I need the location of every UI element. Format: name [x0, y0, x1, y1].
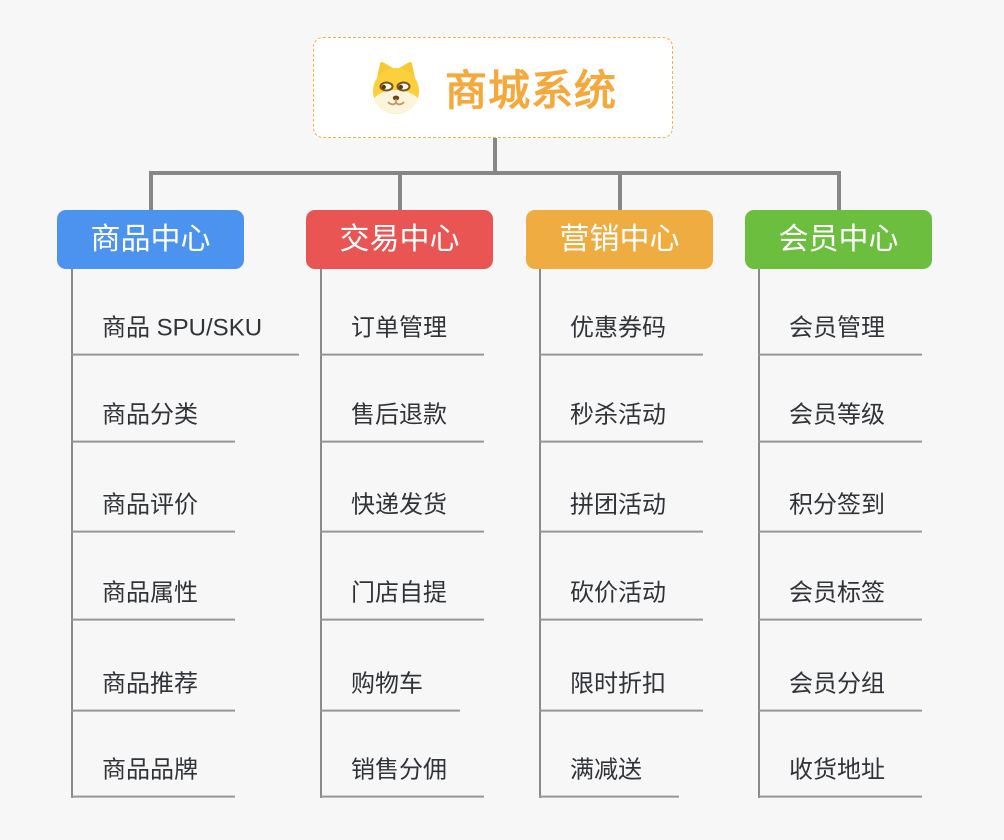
branch-header-member-center[interactable]: 会员中心: [745, 210, 932, 269]
leaf-node[interactable]: 拼团活动: [539, 490, 703, 533]
connector-branch-stub: [837, 171, 841, 210]
leaf-node[interactable]: 会员管理: [758, 313, 922, 356]
root-title: 商城系统: [444, 67, 617, 114]
leaf-node[interactable]: 快递发货: [320, 490, 484, 533]
leaf-node[interactable]: 限时折扣: [539, 669, 703, 712]
branch-vertical-line: [71, 269, 73, 798]
leaf-node[interactable]: 会员分组: [758, 669, 922, 712]
leaf-node[interactable]: 会员等级: [758, 400, 922, 443]
leaf-node[interactable]: 商品品牌: [71, 755, 235, 798]
branch-vertical-line: [320, 269, 322, 798]
branch-vertical-line: [539, 269, 541, 798]
connector-branch-stub: [398, 171, 402, 210]
leaf-node[interactable]: 订单管理: [320, 313, 484, 356]
connector-horizontal: [149, 171, 841, 175]
leaf-node[interactable]: 会员标签: [758, 578, 922, 621]
branch-vertical-line: [758, 269, 760, 798]
branch-column-goods: 商品 SPU/SKU 商品分类商品评价商品属性商品推荐商品品牌: [71, 269, 321, 809]
branch-column-marketing: 优惠券码秒杀活动拼团活动砍价活动限时折扣满减送: [539, 269, 789, 809]
leaf-node[interactable]: 门店自提: [320, 578, 484, 621]
connector-branch-stub: [149, 171, 153, 210]
root-node[interactable]: 商城系统: [313, 37, 673, 138]
leaf-node[interactable]: 商品 SPU/SKU: [71, 313, 300, 356]
branch-header-marketing-center[interactable]: 营销中心: [526, 210, 713, 269]
connector-root-vertical: [493, 138, 497, 171]
leaf-node[interactable]: 积分签到: [758, 490, 922, 533]
connector-branch-stub: [618, 171, 622, 210]
doge-icon: [369, 61, 423, 115]
leaf-node[interactable]: 收货地址: [758, 755, 922, 798]
leaf-node[interactable]: 商品推荐: [71, 669, 235, 712]
leaf-node[interactable]: 优惠券码: [539, 313, 703, 356]
leaf-node[interactable]: 售后退款: [320, 400, 484, 443]
branch-header-trade-center[interactable]: 交易中心: [306, 210, 493, 269]
branch-column-member: 会员管理会员等级积分签到会员标签会员分组收货地址: [758, 269, 1004, 809]
leaf-node[interactable]: 砍价活动: [539, 578, 703, 621]
leaf-node[interactable]: 购物车: [320, 669, 460, 712]
leaf-node[interactable]: 商品属性: [71, 578, 235, 621]
branch-header-goods-center[interactable]: 商品中心: [57, 210, 244, 269]
leaf-node[interactable]: 商品分类: [71, 400, 235, 443]
leaf-node[interactable]: 满减送: [539, 755, 679, 798]
branch-column-trade: 订单管理售后退款快递发货门店自提购物车销售分佣: [320, 269, 570, 809]
leaf-node[interactable]: 销售分佣: [320, 755, 484, 798]
leaf-node[interactable]: 秒杀活动: [539, 400, 703, 443]
leaf-node[interactable]: 商品评价: [71, 490, 235, 533]
